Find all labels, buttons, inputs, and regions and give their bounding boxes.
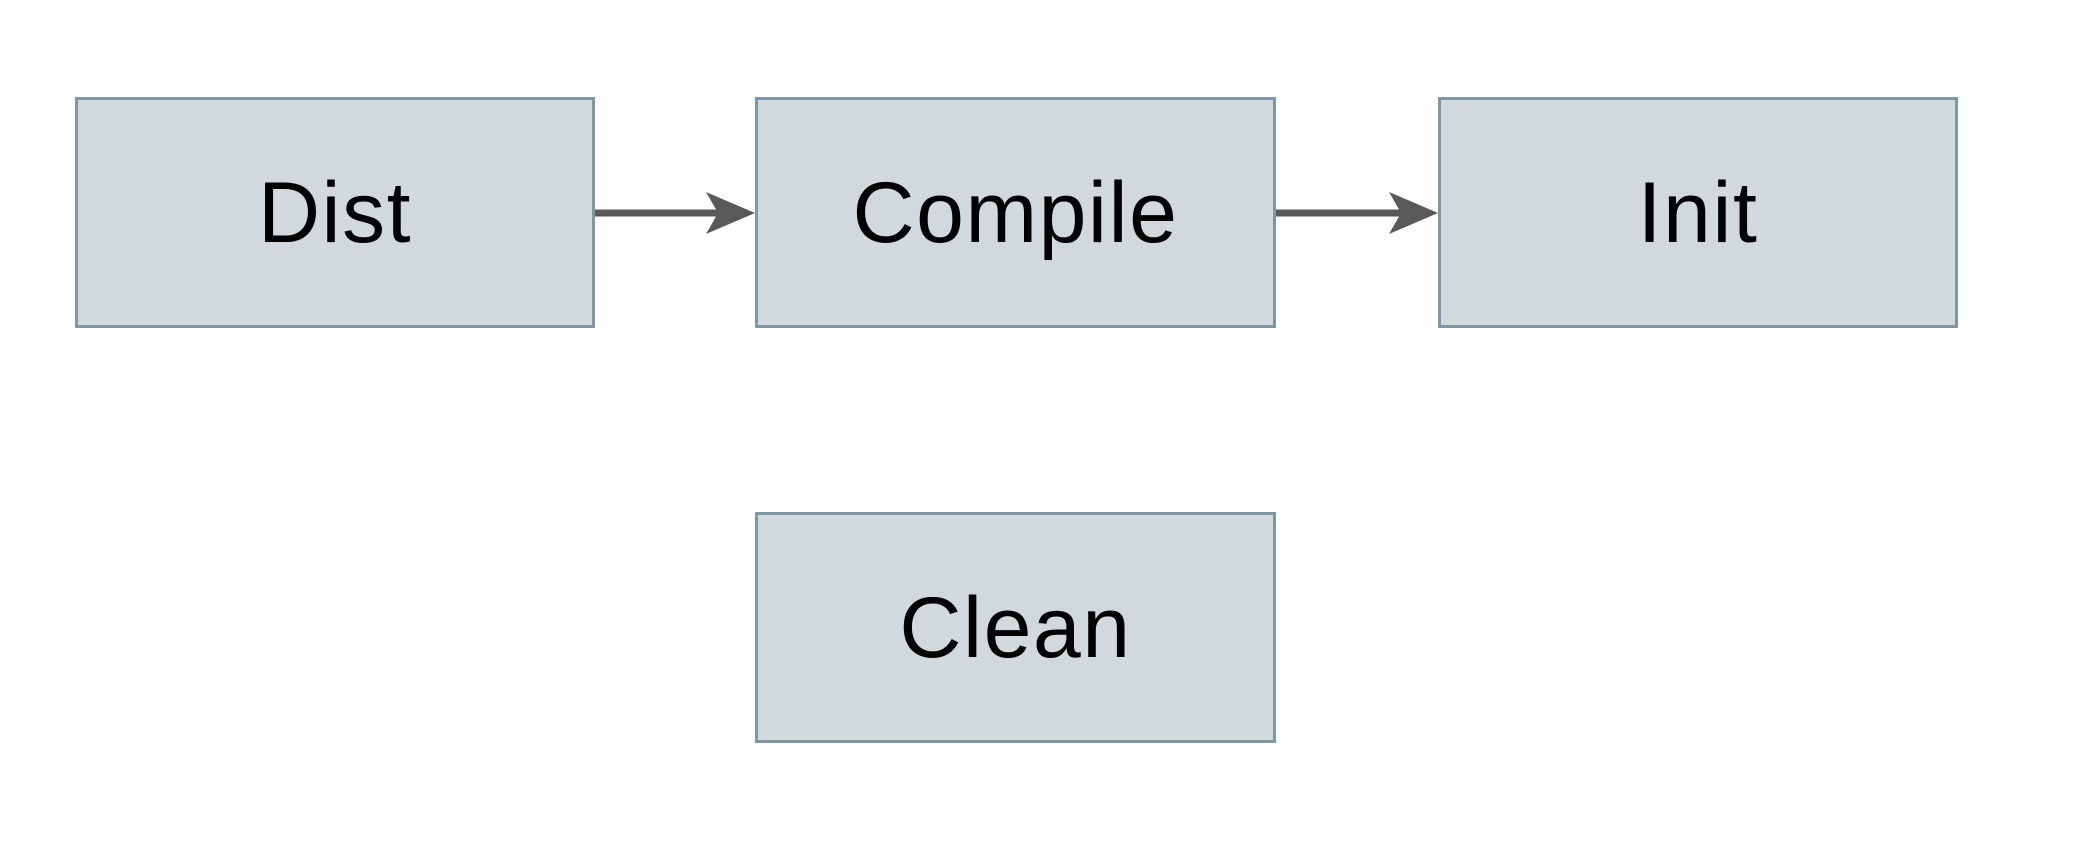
arrowhead-icon — [706, 192, 755, 234]
node-compile: Compile — [755, 97, 1276, 328]
node-init: Init — [1438, 97, 1958, 328]
arrowhead-icon — [1389, 192, 1438, 234]
node-label: Dist — [257, 164, 413, 261]
arrow-compile-to-init — [1276, 192, 1438, 234]
node-label: Compile — [852, 164, 1179, 261]
arrow-dist-to-compile — [595, 192, 755, 234]
node-label: Init — [1637, 164, 1759, 261]
node-label: Clean — [899, 579, 1132, 676]
node-dist: Dist — [75, 97, 595, 328]
node-clean: Clean — [755, 512, 1276, 743]
